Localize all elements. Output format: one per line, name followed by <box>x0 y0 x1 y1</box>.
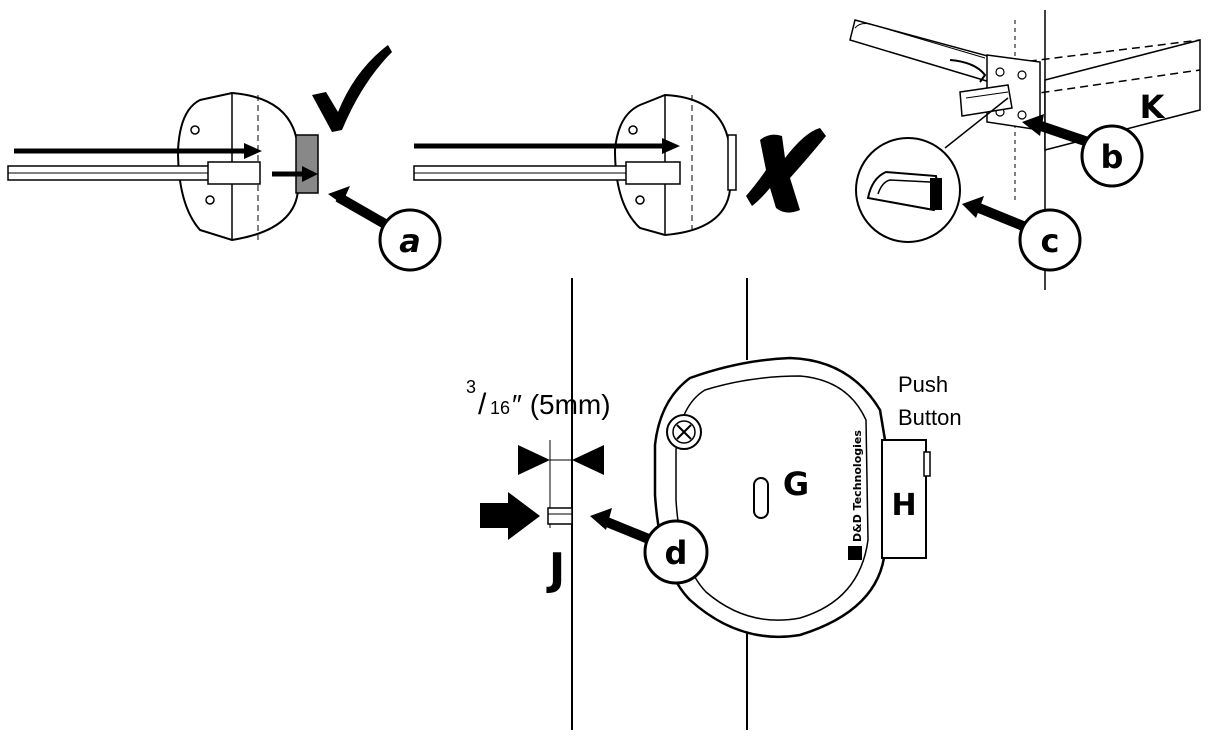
callout-d <box>643 519 709 585</box>
callout-c-label: c <box>1041 222 1060 260</box>
measurement-label: 3 / 16 ″ (5mm) <box>466 377 611 421</box>
callout-a-label: a <box>399 222 421 260</box>
measurement-rest: ″ (5mm) <box>512 389 611 420</box>
measurement-numerator: 3 <box>466 377 476 397</box>
gap-arrow-left <box>518 445 550 475</box>
push-button-label-line2: Button <box>898 405 962 430</box>
gap-arrow-right <box>572 445 604 475</box>
panel-correct-alignment: a <box>7 45 442 272</box>
svg-text:/: / <box>478 388 487 421</box>
panel-main-latch: G D&D Technologies H Push Button 3 / 16 … <box>466 278 962 730</box>
label-g: G <box>783 465 809 503</box>
callout-a <box>378 208 442 272</box>
brand-text: D&D Technologies <box>851 430 864 542</box>
measurement-denominator: 16 <box>490 398 510 418</box>
panel-top-rail: K b c <box>849 10 1201 290</box>
push-button-h[interactable] <box>881 439 927 559</box>
latch-body-g <box>653 356 887 639</box>
callout-d-label: d <box>665 534 688 572</box>
j-arrow <box>480 492 540 540</box>
label-h: H <box>891 488 916 523</box>
callout-c <box>1018 208 1082 272</box>
brand-logo-icon <box>848 546 862 560</box>
callout-b-label: b <box>1101 138 1124 176</box>
x-mark-icon <box>746 128 826 213</box>
check-mark-icon <box>312 45 392 132</box>
panel-incorrect-alignment <box>413 93 826 237</box>
slot <box>753 477 769 519</box>
label-j: J <box>546 544 565 595</box>
tab-j <box>547 507 573 525</box>
push-button-label-line1: Push <box>898 372 948 397</box>
label-k: K <box>1140 88 1166 126</box>
callout-b <box>1080 124 1144 188</box>
push-button-flush <box>295 134 319 194</box>
